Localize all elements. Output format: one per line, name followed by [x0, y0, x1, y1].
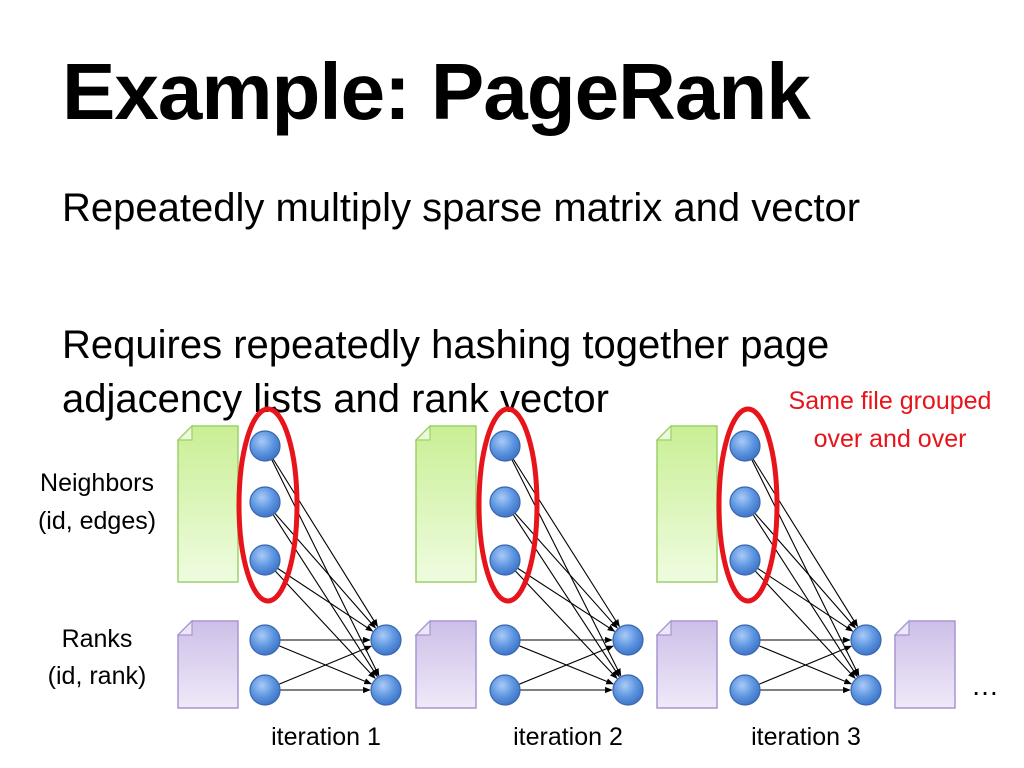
edge-2-neighbor-2-to-output-1 — [504, 501, 618, 629]
edges-layer — [264, 445, 860, 694]
rank-input-node-2-1 — [489, 624, 521, 656]
rank-output-node-3-2 — [850, 674, 882, 706]
edge-1-neighbor-1-to-output-1 — [264, 445, 378, 628]
ellipsis: … — [971, 670, 999, 701]
ranks-file-3-fold — [655, 619, 672, 636]
neighbors-file-3 — [656, 425, 718, 583]
bullet-multiply: Repeatedly multiply sparse matrix and ve… — [62, 186, 861, 230]
annotation-text-2: over and over — [814, 425, 967, 453]
rank-output-node-3-1 — [850, 624, 882, 656]
rank-output-node-2-2 — [612, 674, 644, 706]
edge-1-neighbor-1-to-output-2 — [264, 445, 380, 677]
neighbors-file-3-fold — [655, 424, 672, 441]
rank-output-node-1-1 — [370, 624, 402, 656]
files-layer — [176, 424, 956, 709]
ranks-file-2-fold — [414, 619, 431, 636]
edge-3-neighbor-1-to-output-2 — [744, 445, 860, 677]
edge-2-rank-1-to-output-2 — [504, 639, 614, 685]
ranks-file-1-fold — [176, 619, 193, 636]
iteration-label-3: iteration 3 — [751, 723, 861, 751]
neighbor-node-2-3 — [489, 544, 521, 576]
ranks-file-4-fold — [893, 619, 910, 636]
neighbor-node-1-1 — [249, 430, 281, 462]
iteration-label-2: iteration 2 — [513, 723, 623, 751]
highlight-ellipse-2 — [476, 406, 540, 604]
edge-3-neighbor-1-to-output-1 — [744, 445, 858, 628]
ranks-label: Ranks — [62, 625, 133, 653]
edge-2-neighbor-1-to-output-1 — [504, 445, 620, 628]
neighbors-label-sub: (id, edges) — [38, 507, 156, 535]
neighbors-file-2 — [415, 425, 477, 583]
rank-output-node-1-2 — [370, 674, 402, 706]
neighbor-node-2-2 — [489, 486, 521, 518]
rank-input-node-3-2 — [729, 674, 761, 706]
rank-input-node-1-1 — [249, 624, 281, 656]
neighbor-node-2-1 — [489, 430, 521, 462]
neighbor-node-1-2 — [249, 486, 281, 518]
neighbor-node-3-1 — [729, 430, 761, 462]
edge-2-neighbor-2-to-output-2 — [504, 501, 620, 678]
edge-1-neighbor-2-to-output-2 — [264, 501, 378, 678]
edge-1-neighbor-3-to-output-1 — [264, 559, 374, 632]
rank-output-node-2-1 — [612, 624, 644, 656]
annotation-text: Same file grouped — [789, 387, 992, 415]
edge-3-neighbor-2-to-output-1 — [744, 501, 856, 629]
edge-3-neighbor-3-to-output-1 — [744, 559, 854, 632]
neighbors-file-1 — [177, 425, 239, 583]
ranks-label-sub: (id, rank) — [48, 662, 147, 690]
nodes-layer — [249, 430, 882, 706]
highlight-ellipse-1 — [236, 406, 300, 604]
edge-3-rank-1-to-output-2 — [744, 639, 852, 685]
rank-input-node-1-2 — [249, 674, 281, 706]
neighbor-node-1-3 — [249, 544, 281, 576]
highlight-ellipse-3 — [716, 406, 780, 604]
edge-2-neighbor-1-to-output-2 — [504, 445, 622, 677]
rank-input-node-3-1 — [729, 624, 761, 656]
edge-3-neighbor-2-to-output-2 — [744, 501, 858, 678]
edge-2-neighbor-3-to-output-2 — [504, 559, 618, 679]
edge-3-rank-2-to-output-1 — [744, 645, 852, 691]
neighbor-node-3-2 — [729, 486, 761, 518]
edge-2-neighbor-3-to-output-1 — [504, 559, 616, 632]
neighbors-file-1-fold — [176, 424, 193, 441]
edge-1-rank-1-to-output-2 — [264, 639, 372, 685]
edge-1-rank-2-to-output-1 — [264, 645, 372, 691]
neighbors-file-2-fold — [414, 424, 431, 441]
neighbor-node-3-3 — [729, 544, 761, 576]
iteration-label-1: iteration 1 — [271, 723, 381, 751]
edge-1-neighbor-3-to-output-2 — [264, 559, 376, 679]
highlight-ellipses — [236, 406, 780, 604]
slide-title: Example: PageRank — [62, 47, 811, 136]
edge-3-neighbor-3-to-output-2 — [744, 559, 856, 679]
rank-input-node-2-2 — [489, 674, 521, 706]
neighbors-label: Neighbors — [40, 469, 154, 497]
edge-2-rank-2-to-output-1 — [504, 645, 614, 691]
edge-1-neighbor-2-to-output-1 — [264, 501, 376, 629]
